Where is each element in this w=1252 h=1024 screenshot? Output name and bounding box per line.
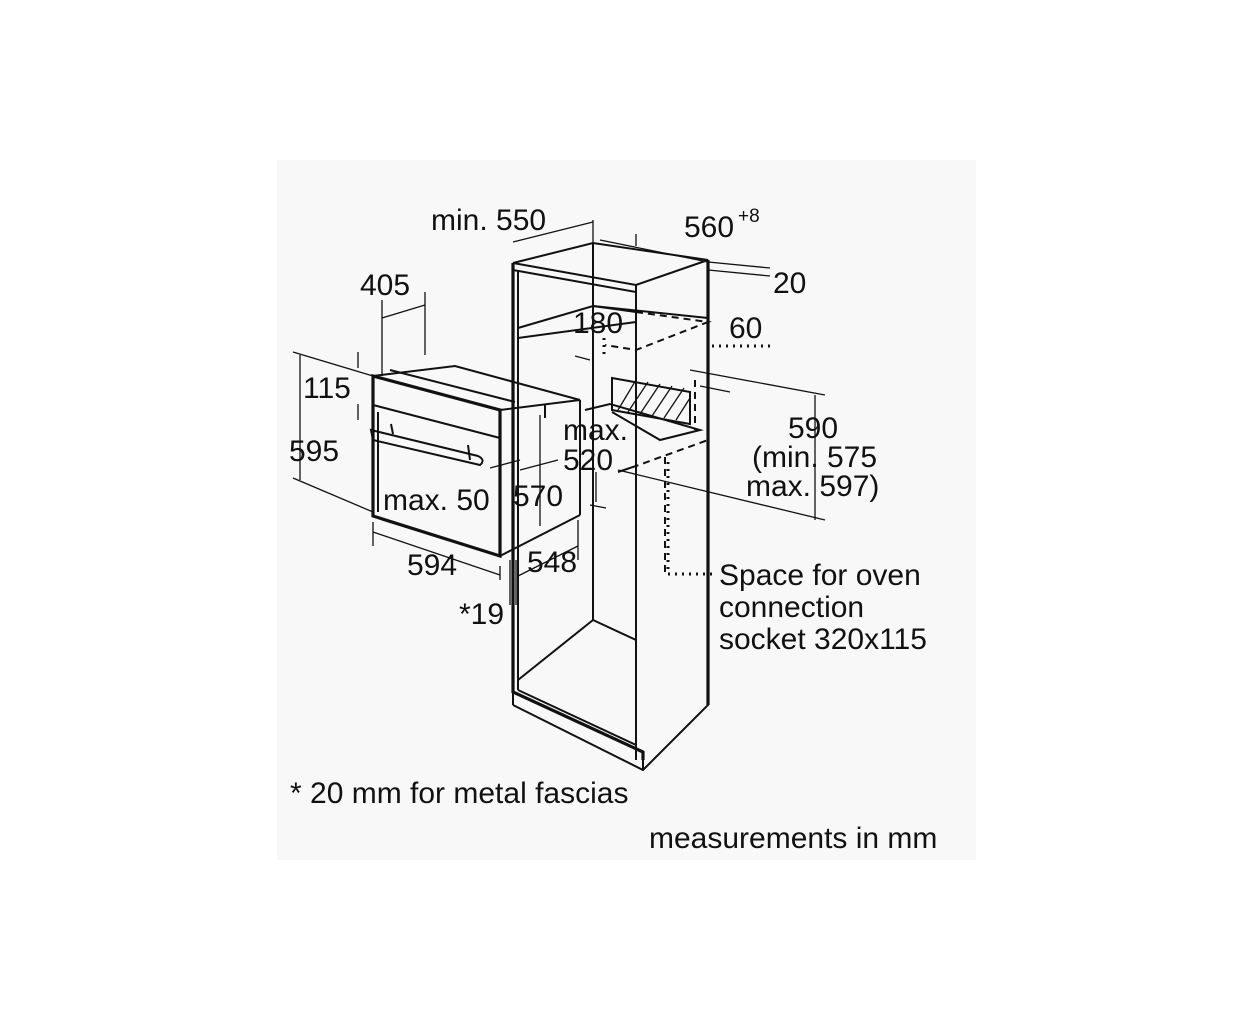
label-548: 548 <box>527 546 577 579</box>
units-note: measurements in mm <box>649 822 937 855</box>
label-socket-line1: Space for oven <box>719 559 921 592</box>
niche-dashed-lines <box>604 311 712 574</box>
label-max: max. <box>563 414 628 447</box>
label-560-tolerance: +8 <box>738 206 760 227</box>
label-min-575: (min. 575 <box>752 441 877 474</box>
label-socket-line2: connection <box>719 591 864 624</box>
label-20: 20 <box>773 267 806 300</box>
dimension-lines <box>292 220 826 605</box>
label-590: 590 <box>788 412 838 445</box>
dotted-leaders <box>602 338 770 576</box>
label-star-19: *19 <box>459 598 504 631</box>
socket-recess <box>611 376 691 426</box>
label-60: 60 <box>729 312 762 345</box>
label-570: 570 <box>513 480 563 513</box>
label-560: 560 <box>684 211 734 244</box>
label-max-597: max. 597) <box>746 470 879 503</box>
label-405: 405 <box>360 269 410 302</box>
label-520: 520 <box>563 444 613 477</box>
label-595: 595 <box>289 435 339 468</box>
label-115: 115 <box>303 372 351 405</box>
dimension-labels: min. 550 560 +8 20 405 180 60 115 595 ma… <box>289 204 937 855</box>
label-min-550: min. 550 <box>431 204 546 237</box>
label-180: 180 <box>573 307 623 340</box>
footnote-metal-fascias: * 20 mm for metal fascias <box>290 777 628 810</box>
label-594: 594 <box>407 549 457 582</box>
label-socket-line3: socket 320x115 <box>719 623 927 656</box>
oven-body <box>369 364 581 559</box>
label-max-50: max. 50 <box>383 484 490 517</box>
